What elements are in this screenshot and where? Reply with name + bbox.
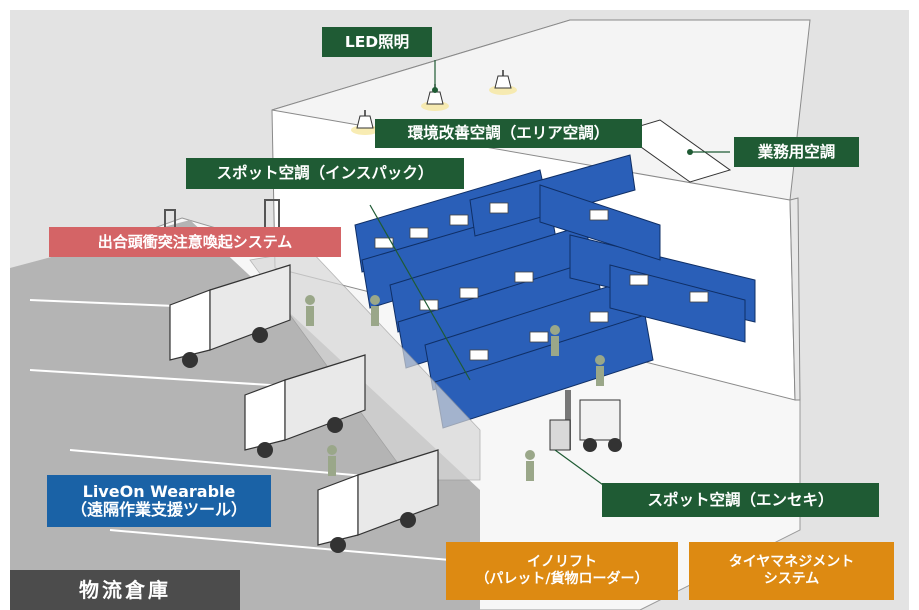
inolift-subtitle: （パレット/貨物ローダー） [475, 571, 649, 587]
commercial-ac-label: 業務用空調 [734, 137, 859, 167]
leader-lines [369, 60, 730, 491]
truck-icon [169, 264, 291, 368]
inolift-label: イノリフト （パレット/貨物ローダー） [446, 542, 678, 600]
spot-ac-ensek-label: スポット空調（エンセキ） [602, 483, 879, 517]
collision-alert-label: 出合頭衝突注意喚起システム [49, 227, 341, 257]
shelf-rack-icon [354, 154, 756, 429]
ceiling-lamp-icon [489, 70, 517, 95]
truck-icon [244, 354, 366, 458]
right-wall [789, 197, 801, 401]
inolift-title: イノリフト [527, 554, 597, 571]
commercial-ac-text: 業務用空調 [757, 142, 836, 161]
shelf-boxes [374, 202, 709, 361]
liveon-wearable-label: LiveOn Wearable （遠隔作業支援ツール） [47, 475, 271, 527]
tire-management-label: タイヤマネジメント システム [689, 542, 894, 600]
truck-icon [317, 449, 439, 553]
commercial-ac-unit [618, 119, 732, 183]
spot-ac-inspack-label: スポット空調（インスパック） [186, 158, 464, 189]
led-lighting-label: LED照明 [322, 27, 432, 57]
warehouse-diagram: LED照明 環境改善空調（エリア空調） 業務用空調 スポット空調（インスパック）… [10, 10, 909, 610]
tire-management-title: タイヤマネジメント [728, 554, 855, 571]
warehouse-title-text: 物流倉庫 [79, 578, 171, 602]
liveon-title: LiveOn Wearable [82, 482, 236, 502]
ceiling-lamp-icon [351, 110, 379, 135]
collision-alert-text: 出合頭衝突注意喚起システム [97, 233, 293, 251]
led-lighting-text: LED照明 [344, 32, 410, 51]
improved-ac-text: 環境改善空調（エリア空調） [407, 124, 610, 143]
warehouse-title: 物流倉庫 [10, 570, 240, 610]
tire-management-subtitle: システム [763, 571, 820, 587]
spot-ac-ensek-text: スポット空調（エンセキ） [647, 490, 834, 509]
liveon-subtitle: （遠隔作業支援ツール） [70, 500, 247, 519]
improved-ac-label: 環境改善空調（エリア空調） [375, 119, 642, 148]
spot-ac-inspack-text: スポット空調（インスパック） [216, 164, 434, 183]
worker-icon [305, 295, 605, 481]
forklift-icon [549, 390, 622, 452]
